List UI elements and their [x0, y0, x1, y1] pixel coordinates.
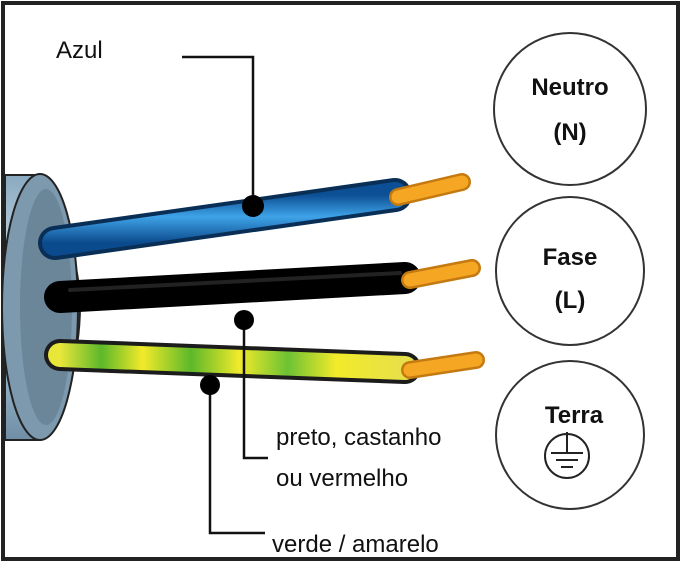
blue-wire [38, 173, 471, 260]
marker-dot-blue [242, 195, 264, 217]
leader-blue [182, 55, 255, 204]
circle-neutral: Neutro (N) [493, 32, 647, 186]
circle-live-code: (L) [555, 287, 586, 314]
label-earth-wire: verde / amarelo [272, 531, 439, 558]
marker-dot-black [234, 310, 254, 330]
earth-ground-icon [544, 432, 590, 479]
circle-neutral-name: Neutro [531, 74, 608, 101]
black-wire [44, 259, 481, 313]
label-blue-wire: Azul [56, 37, 103, 64]
leader-black [242, 320, 268, 460]
circle-live: Fase (L) [495, 196, 645, 346]
circle-earth: Terra [495, 360, 645, 510]
earth-wire [44, 339, 485, 384]
circle-neutral-code: (N) [553, 119, 586, 146]
marker-dot-earth [200, 375, 220, 395]
circle-earth-name: Terra [545, 402, 604, 429]
label-live-wire-line2: ou vermelho [276, 465, 408, 492]
label-live-wire-line1: preto, castanho [276, 424, 441, 451]
leader-earth [208, 385, 265, 535]
circle-live-name: Fase [543, 244, 598, 271]
